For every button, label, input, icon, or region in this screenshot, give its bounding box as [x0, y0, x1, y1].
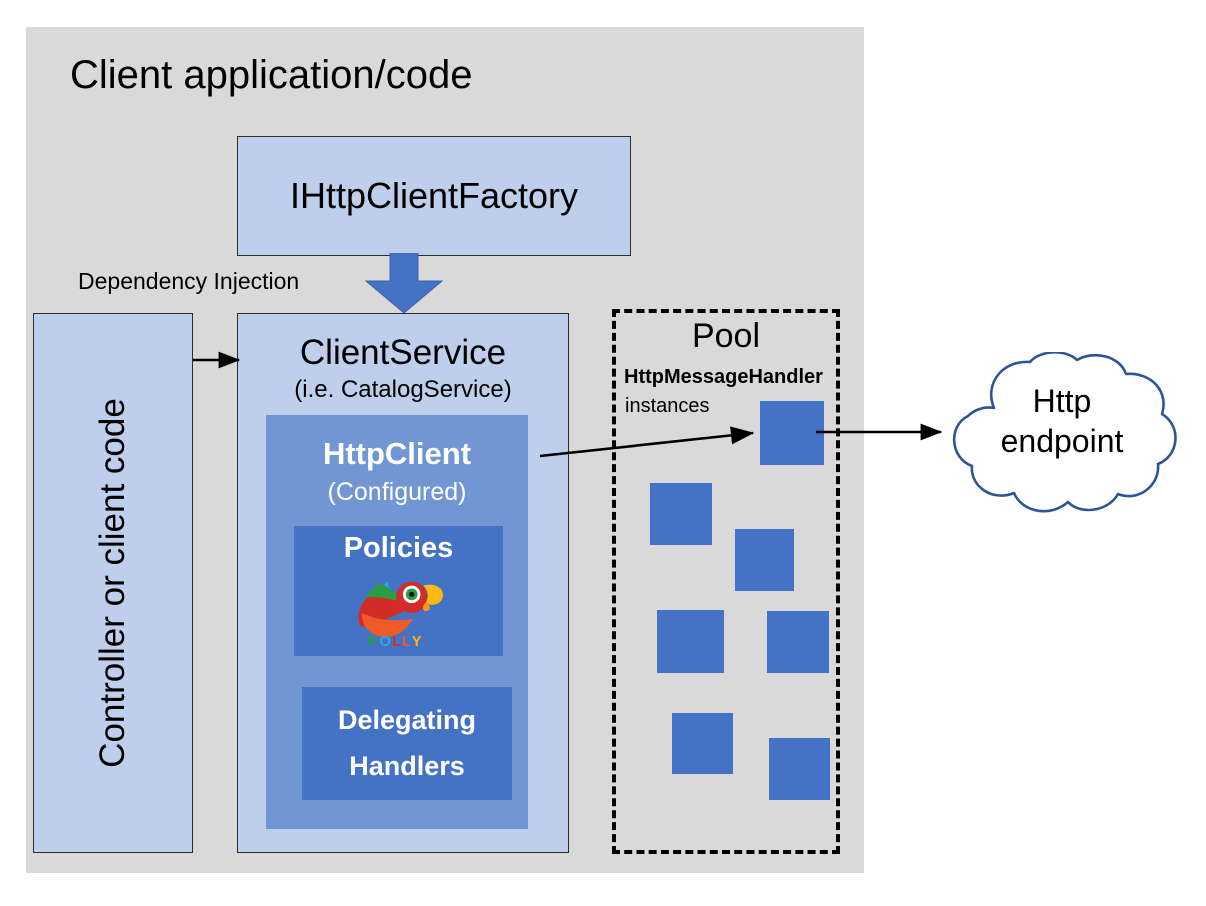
clientservice-title: ClientService [299, 333, 507, 372]
client-application-title: Client application/code [70, 53, 473, 97]
httpmessagehandler-instance [735, 529, 794, 591]
dependency-injection-label: Dependency Injection [78, 268, 300, 294]
httpmessagehandler-instance [760, 401, 824, 465]
delegating-handlers-line-1: Delegating [337, 704, 477, 735]
polly-letter-o: O [379, 634, 390, 650]
delegating-handlers-box: Delegating Handlers [302, 687, 512, 800]
controller-or-client-code-label: Controller or client code [93, 398, 132, 768]
httpclient-subtitle: (Configured) [327, 478, 467, 506]
pool-subtitle-httpmessagehandler: HttpMessageHandler [624, 366, 823, 388]
cloud-shape-icon [952, 351, 1177, 513]
clientservice-subtitle: (i.e. CatalogService) [294, 376, 512, 403]
polly-letter-y: Y [411, 634, 421, 650]
ihttpclientfactory-box: IHttpClientFactory [237, 136, 631, 256]
httpclient-title: HttpClient [322, 436, 472, 471]
http-endpoint-label: Http endpoint [938, 381, 1186, 461]
ihttpclientfactory-label: IHttpClientFactory [289, 175, 579, 216]
delegating-handlers-line-2: Handlers [349, 750, 465, 781]
httpmessagehandler-instance [650, 483, 712, 545]
polly-letter-l1: L [392, 634, 401, 650]
httpmessagehandler-instance [767, 611, 829, 673]
http-endpoint-cloud: Http endpoint [938, 351, 1186, 522]
polly-letter-l2: L [401, 634, 410, 650]
down-arrow-icon [364, 253, 444, 314]
controller-or-client-code-box: Controller or client code [33, 313, 193, 853]
http-endpoint-line-2: endpoint [1000, 423, 1124, 459]
httpclient-box: HttpClient (Configured) Policies [266, 415, 528, 829]
policies-box: Policies [294, 526, 503, 656]
httpmessagehandler-instance [672, 713, 733, 774]
pool-box: Pool HttpMessageHandler instances [612, 309, 840, 854]
polly-letter-p: P [367, 634, 377, 650]
http-endpoint-line-1: Http [1032, 383, 1092, 419]
pool-subtitle-instances: instances [625, 395, 710, 417]
clientservice-box: ClientService (i.e. CatalogService) Http… [237, 313, 569, 853]
httpmessagehandler-instance [657, 610, 724, 673]
pool-title: Pool [691, 317, 761, 355]
httpmessagehandler-instance [769, 738, 830, 800]
policies-title: Policies [343, 532, 454, 564]
polly-parrot-logo-icon: P O L L Y [357, 581, 443, 650]
